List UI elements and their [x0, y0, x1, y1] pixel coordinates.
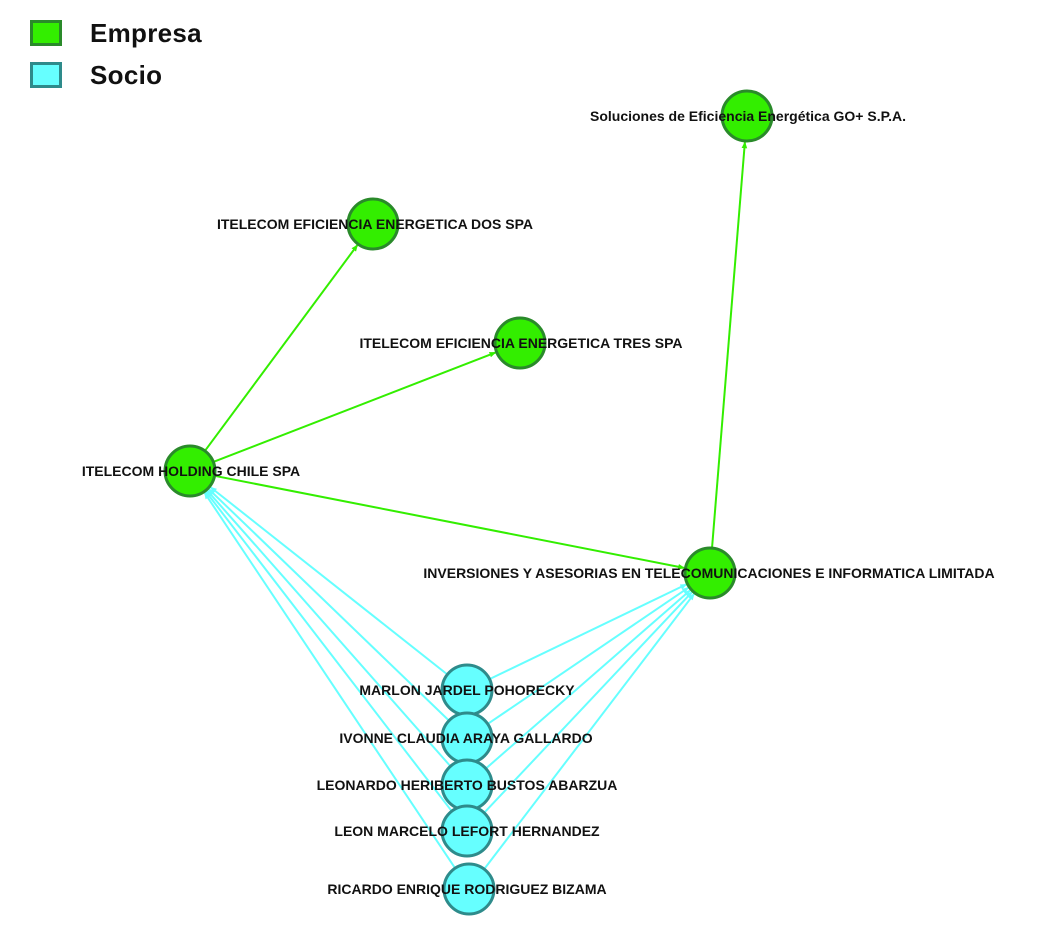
- node-holding[interactable]: [163, 444, 217, 498]
- node-leon[interactable]: [440, 804, 494, 858]
- legend-item-empresa: Empresa: [30, 12, 202, 54]
- edge-ivonne-to-inversiones: [487, 586, 690, 725]
- edge-ivonne-to-holding: [208, 488, 450, 722]
- node-label-dos: ITELECOM EFICIENCIA ENERGETICA DOS SPA: [217, 216, 533, 232]
- node-ricardo[interactable]: [442, 862, 496, 916]
- edge-ricardo-to-holding: [203, 492, 456, 869]
- edge-leonardo-to-inversiones: [485, 589, 692, 770]
- edge-inversiones-to-soluciones: [711, 141, 748, 549]
- edge-holding-to-inversiones: [214, 474, 686, 570]
- node-tres[interactable]: [493, 316, 547, 370]
- node-label-marlon: MARLON JARDEL POHORECKY: [359, 682, 575, 698]
- node-label-ricardo: RICARDO ENRIQUE RODRIGUEZ BIZAMA: [327, 881, 606, 897]
- node-soluciones[interactable]: [720, 89, 774, 143]
- node-label-inversiones: INVERSIONES Y ASESORIAS EN TELECOMUNICAC…: [423, 565, 994, 581]
- node-label-leonardo: LEONARDO HERIBERTO BUSTOS ABARZUA: [317, 777, 618, 793]
- edge-leon-to-holding: [205, 490, 453, 812]
- edge-ricardo-to-inversiones: [483, 593, 696, 870]
- node-label-soluciones: Soluciones de Eficiencia Energética GO+ …: [590, 108, 906, 124]
- node-label-tres: ITELECOM EFICIENCIA ENERGETICA TRES SPA: [359, 335, 682, 351]
- node-label-ivonne: IVONNE CLAUDIA ARAYA GALLARDO: [339, 730, 592, 746]
- edge-holding-to-dos: [204, 244, 359, 452]
- legend-swatch-empresa: [30, 20, 62, 46]
- edge-marlon-to-holding: [209, 486, 449, 676]
- edge-marlon-to-inversiones: [489, 583, 688, 681]
- legend-item-socio: Socio: [30, 54, 202, 96]
- node-dos[interactable]: [346, 197, 400, 251]
- node-label-leon: LEON MARCELO LEFORT HERNANDEZ: [334, 823, 600, 839]
- legend-label-empresa: Empresa: [90, 17, 202, 48]
- edges-layer: [203, 141, 748, 870]
- edge-leonardo-to-holding: [206, 489, 452, 767]
- edge-leon-to-inversiones: [483, 591, 693, 814]
- legend-label-socio: Socio: [90, 59, 163, 90]
- legend: Empresa Socio: [30, 12, 202, 96]
- edge-holding-to-tres: [212, 351, 497, 463]
- node-label-holding: ITELECOM HOLDING CHILE SPA: [82, 463, 300, 479]
- legend-swatch-socio: [30, 62, 62, 88]
- nodes-layer: [163, 89, 774, 916]
- node-inversiones[interactable]: [683, 546, 737, 600]
- labels-layer: Soluciones de Eficiencia Energética GO+ …: [82, 108, 995, 897]
